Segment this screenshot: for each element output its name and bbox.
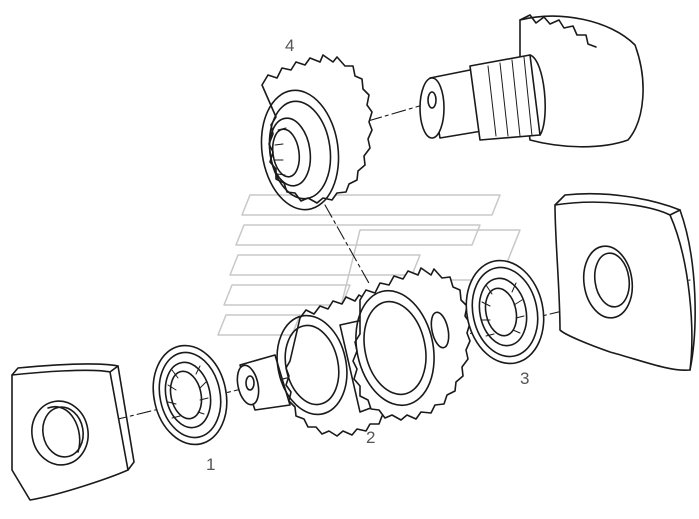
ball-bearing-3-icon bbox=[465, 259, 545, 365]
callout-label-4: 4 bbox=[285, 36, 295, 55]
callout-label-1: 1 bbox=[206, 455, 216, 474]
bevel-pinion-shaft-icon bbox=[419, 14, 644, 148]
right-bearing-housing-icon bbox=[554, 192, 696, 371]
ball-bearing-1-icon bbox=[152, 344, 228, 446]
callout-label-2: 2 bbox=[366, 428, 376, 447]
cluster-gear-shaft-icon bbox=[236, 267, 471, 437]
callout-label-3: 3 bbox=[520, 369, 530, 388]
left-bearing-housing-icon bbox=[11, 363, 135, 501]
spur-gear-4-icon bbox=[260, 54, 373, 211]
